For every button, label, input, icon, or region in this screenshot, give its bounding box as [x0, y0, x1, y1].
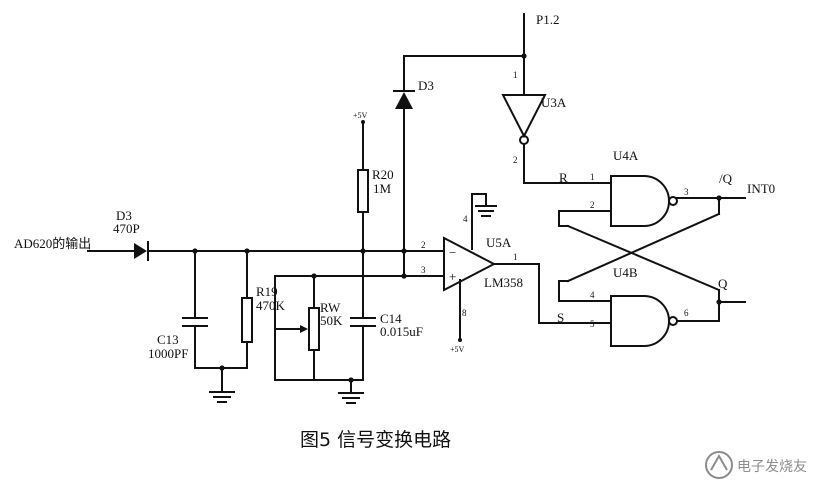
- u4b-pin6: 6: [684, 308, 689, 318]
- u3a-pin1: 1: [513, 70, 518, 80]
- p12-label: P1.2: [536, 12, 559, 27]
- c13-value: 1000PF: [148, 346, 188, 361]
- u3a-pin2: 2: [513, 155, 518, 165]
- latch-cross-coupling: [558, 197, 721, 303]
- c13-ref: C13: [157, 332, 179, 347]
- electronics-fan-logo-icon: [705, 451, 733, 479]
- rw-ref: RW: [320, 300, 341, 315]
- u4b-pin5: 5: [590, 319, 595, 329]
- d3-top-ref: D3: [418, 78, 434, 93]
- nand-gate-u4b: [558, 295, 746, 347]
- r19-ref: R19: [256, 284, 278, 299]
- junction-dots: [192, 53, 722, 383]
- p12-net: [403, 13, 525, 96]
- c14-value: 0.015uF: [380, 324, 423, 339]
- u5a-pin8: 8: [462, 308, 467, 318]
- u5a-ref: U5A: [486, 235, 512, 250]
- u4a-ref: U4A: [613, 148, 639, 163]
- u5a-pin2: 2: [421, 240, 426, 250]
- r20-ref: R20: [372, 167, 394, 182]
- q-bar-label: /Q: [719, 171, 733, 186]
- input-signal-label: AD620的输出: [14, 236, 91, 251]
- u4b-pin4: 4: [590, 290, 595, 300]
- rw-value: 50K: [320, 313, 343, 328]
- figure-caption: 图5 信号变换电路: [300, 429, 451, 451]
- potentiometer-rw: [274, 275, 320, 381]
- u4a-pin1: 1: [590, 172, 595, 182]
- r20-value: 1M: [373, 181, 392, 196]
- r19-value: 470K: [256, 298, 286, 313]
- resistor-r19: [241, 250, 253, 369]
- u5a-pin3: 3: [421, 265, 426, 275]
- u4b-ref: U4B: [613, 265, 638, 280]
- u4a-pin2: 2: [590, 200, 595, 210]
- u5a-minus-sign: −: [449, 245, 456, 260]
- u5a-part: LM358: [484, 275, 523, 290]
- inverter-u3a: [501, 94, 612, 184]
- c14-ref: C14: [380, 311, 402, 326]
- ground-left: [194, 367, 248, 403]
- u5a-pin4: 4: [463, 214, 468, 224]
- int0-label: INT0: [747, 181, 775, 196]
- resistor-r20: [357, 121, 369, 319]
- diode-d3-input: [134, 241, 149, 261]
- ground-middle: [274, 379, 364, 404]
- vcc-r20-terminal: [361, 120, 365, 124]
- capacitor-c14: [350, 317, 376, 381]
- diode-d3-top: [393, 55, 415, 277]
- vcc-r20-label: +5V: [353, 111, 368, 120]
- q-label: Q: [718, 276, 728, 291]
- vcc-u5a-terminal: [458, 338, 462, 342]
- u5a-plus-sign: +: [449, 269, 456, 284]
- r-signal-label: R: [559, 170, 568, 185]
- d3-input-value: 470P: [113, 221, 140, 236]
- capacitor-c13: [182, 250, 208, 369]
- watermark-text: 电子发烧友: [737, 459, 807, 475]
- u4a-pin3: 3: [684, 187, 689, 197]
- u5a-pin1: 1: [513, 252, 518, 262]
- d3-input-ref: D3: [116, 208, 132, 223]
- opamp-u5a: [443, 193, 612, 341]
- u3a-ref: U3A: [541, 95, 567, 110]
- s-signal-label: S: [557, 310, 564, 325]
- nand-gate-u4a: [558, 175, 746, 227]
- vcc-u5a-label: +5V: [450, 345, 465, 354]
